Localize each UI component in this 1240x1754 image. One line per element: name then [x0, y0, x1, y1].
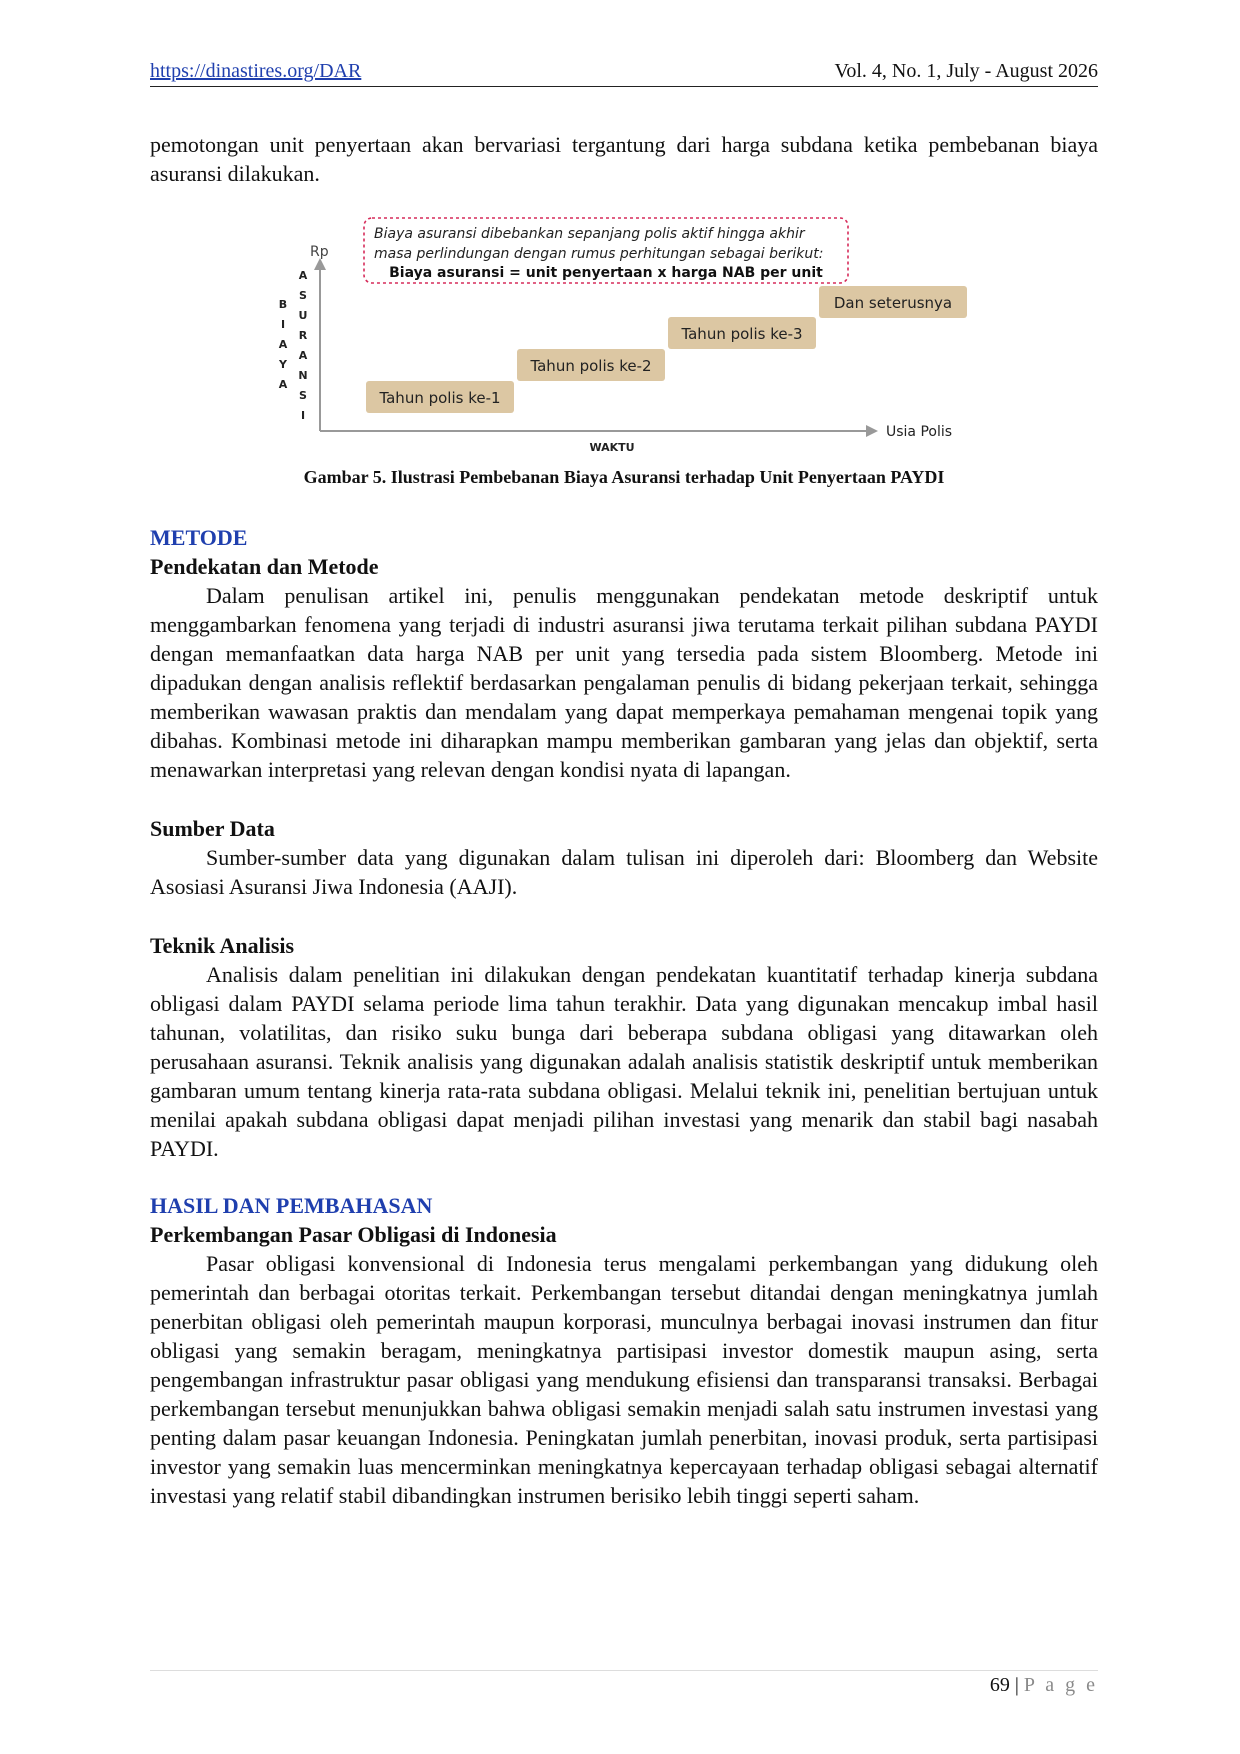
y-label-inner-letter: I: [301, 409, 305, 422]
volume-info: Vol. 4, No. 1, July - August 2026: [834, 60, 1098, 82]
y-label-outer-letter: B: [279, 298, 287, 311]
y-label-inner-letter: U: [299, 309, 308, 322]
y-label-outer-letter: I: [281, 318, 285, 331]
y-axis-top-label: Rp: [310, 244, 329, 260]
page-word: P a g e: [1023, 1674, 1098, 1696]
y-label-outer-letter: A: [279, 378, 288, 391]
step-box-1: [366, 381, 514, 413]
page-number: 69: [989, 1674, 1010, 1696]
subheading-sumber-data: Sumber Data: [150, 816, 275, 841]
step-box-4: [819, 286, 967, 318]
step-box-3: [668, 317, 816, 349]
callout-formula: Biaya asuransi = unit penyertaan x harga…: [389, 265, 823, 281]
figure-5: Biaya asuransi dibebankan sepanjang poli…: [150, 208, 1098, 508]
x-axis-end-label: Usia Polis: [886, 424, 952, 440]
y-label-inner-letter: S: [299, 389, 307, 402]
subheading-teknik-analisis: Teknik Analisis: [150, 933, 295, 958]
step-label-2: Tahun polis ke-2: [529, 357, 651, 375]
y-label-inner-letter: A: [299, 269, 308, 282]
step-box-2: [517, 349, 665, 381]
intro-paragraph: pemotongan unit penyertaan akan bervaria…: [150, 132, 1098, 186]
section-heading-metode: METODE: [150, 525, 248, 550]
y-axis-arrow: [314, 258, 326, 270]
step-label-4: Dan seterusnya: [834, 294, 952, 312]
article-body: pemotongan unit penyertaan akan bervaria…: [150, 130, 1098, 1510]
footer-divider: [150, 1670, 1098, 1671]
paragraph-pendekatan: Dalam penulisan artikel ini, penulis men…: [150, 583, 1098, 782]
header-divider: [150, 86, 1098, 87]
callout-line-1: Biaya asuransi dibebankan sepanjang poli…: [374, 226, 806, 242]
insurance-cost-diagram: Biaya asuransi dibebankan sepanjang poli…: [278, 217, 967, 454]
subheading-pendekatan: Pendekatan dan Metode: [150, 554, 379, 579]
x-axis-arrow: [866, 425, 878, 437]
page-footer: 69 | P a g e: [990, 1674, 1098, 1697]
y-label-outer-letter: A: [279, 338, 288, 351]
paragraph-teknik-analisis: Analisis dalam penelitian ini dilakukan …: [150, 962, 1098, 1161]
figure-caption: Gambar 5. Ilustrasi Pembebanan Biaya Asu…: [303, 467, 945, 487]
step-label-1: Tahun polis ke-1: [378, 389, 500, 407]
subheading-perkembangan: Perkembangan Pasar Obligasi di Indonesia: [150, 1222, 557, 1247]
y-label-inner-letter: S: [299, 289, 307, 302]
y-label-inner-letter: A: [299, 349, 308, 362]
paragraph-perkembangan: Pasar obligasi konvensional di Indonesia…: [150, 1251, 1098, 1508]
footer-separator: |: [1014, 1674, 1019, 1696]
y-label-outer-letter: Y: [278, 358, 288, 371]
step-label-3: Tahun polis ke-3: [680, 325, 802, 343]
x-axis-label: WAKTU: [589, 441, 634, 454]
journal-url-link[interactable]: https://dinastires.org/DAR: [150, 60, 362, 82]
callout-line-2: masa perlindungan dengan rumus perhitung…: [374, 246, 823, 262]
y-label-inner-letter: N: [298, 369, 307, 382]
callout-box: [363, 217, 849, 284]
paragraph-sumber-data: Sumber-sumber data yang digunakan dalam …: [150, 845, 1098, 899]
y-label-inner-letter: R: [299, 329, 308, 342]
section-heading-hasil: HASIL DAN PEMBAHASAN: [150, 1193, 433, 1218]
